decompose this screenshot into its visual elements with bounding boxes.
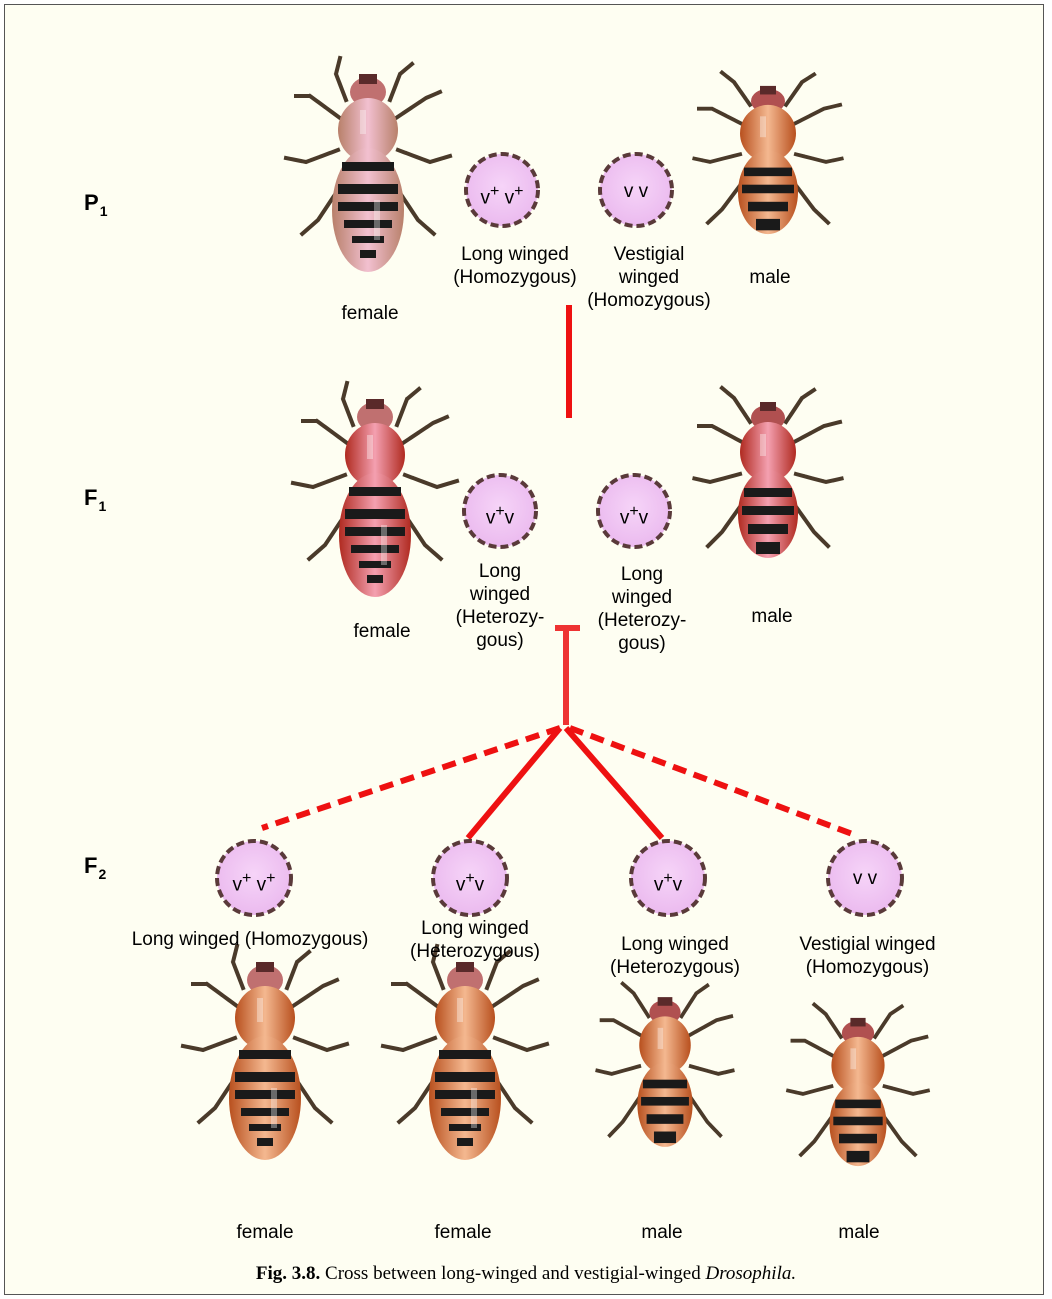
f1-gamete-left-genotype: v+v: [460, 500, 540, 529]
f2-fly-2: [383, 946, 547, 1160]
p1-gamete-right-genotype: v v: [596, 180, 676, 203]
f2-fly-3-sex-label: male: [612, 1221, 712, 1244]
generation-label-p1: P1: [84, 190, 107, 219]
f2-gamete-2-description: Long winged(Heterozygous): [390, 917, 560, 963]
f2-gamete-1-description: Long winged (Homozygous): [110, 928, 390, 951]
f2-fly-1: [183, 946, 347, 1160]
f2-fly-1-sex-label: female: [215, 1221, 315, 1244]
f2-gamete-3-genotype: v+v: [628, 867, 708, 896]
p1-male-label: male: [720, 266, 820, 289]
f2-gamete-1-genotype: v+ v+: [214, 867, 294, 896]
f2-fly-4-sex-label: male: [809, 1221, 909, 1244]
p1-female-label: female: [320, 302, 420, 325]
p1-male-fly: [692, 73, 844, 235]
f1-female-fly: [293, 383, 457, 597]
generation-label-f1: F1: [84, 485, 106, 514]
f2-fly-3: [595, 984, 735, 1147]
f1-gamete-right-genotype: v+v: [594, 500, 674, 529]
generation-label-f2: F2: [84, 853, 106, 882]
p1-gamete-left-genotype: v+ v+: [462, 180, 542, 209]
f2-gamete-2-genotype: v+v: [430, 867, 510, 896]
f1-male-label: male: [722, 605, 822, 628]
p1-female-fly: [286, 58, 450, 272]
f2-branch-lines: [262, 728, 855, 838]
f2-gamete-4-description: Vestigial winged(Homozygous): [780, 933, 955, 979]
f2-fly-2-sex-label: female: [413, 1221, 513, 1244]
f1-male-fly: [692, 388, 844, 558]
p1-gamete-left-description: Long winged(Homozygous): [440, 243, 590, 289]
f2-gamete-3-description: Long winged(Heterozygous): [590, 933, 760, 979]
f1-female-label: female: [332, 620, 432, 643]
f2-gamete-4-genotype: v v: [825, 867, 905, 890]
figure-caption: Fig. 3.8. Cross between long-winged and …: [0, 1263, 1052, 1285]
f2-fly-4: [786, 1005, 930, 1167]
